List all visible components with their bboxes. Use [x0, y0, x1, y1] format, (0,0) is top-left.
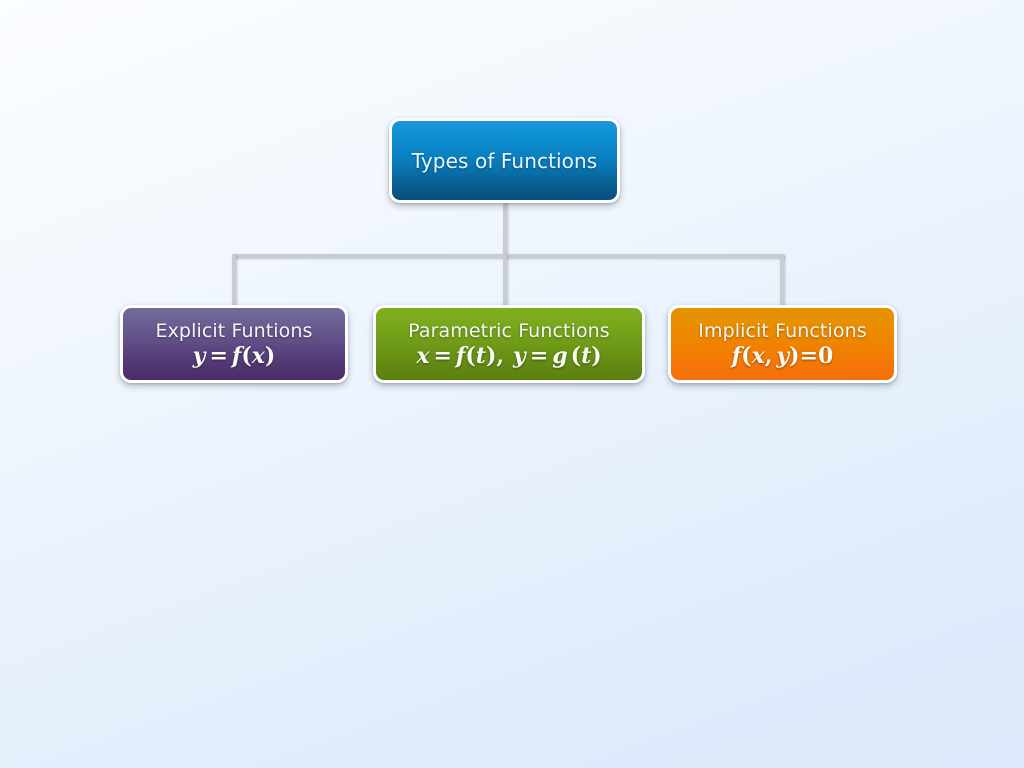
- node-parametric-label: Parametric Functions: [408, 319, 610, 342]
- formula-arg-x: x: [251, 342, 265, 369]
- formula-paren-close-2: ): [591, 342, 602, 369]
- formula-var-y: y: [513, 342, 526, 369]
- formula-comma: ,: [764, 342, 773, 369]
- formula-fn-f: f: [731, 342, 742, 369]
- formula-paren-open: (: [241, 342, 252, 369]
- formula-paren-open-2: (: [570, 342, 582, 369]
- node-explicit-label: Explicit Funtions: [155, 319, 313, 342]
- formula-fn-g: g: [552, 342, 568, 369]
- formula-paren-close: ): [264, 342, 276, 369]
- formula-var-y: y: [192, 342, 206, 369]
- formula-paren-close-1: ),: [485, 342, 505, 369]
- connector-horizontal-bus: [232, 254, 784, 258]
- formula-rhs-zero: 0: [818, 342, 834, 369]
- formula-fn-f: f: [231, 342, 242, 369]
- formula-fn-f: f: [455, 342, 466, 369]
- formula-arg-x: x: [751, 342, 765, 369]
- connector-drop-explicit: [232, 254, 236, 306]
- node-implicit-formula: f(x,y)=0: [732, 343, 834, 369]
- node-types-of-functions[interactable]: Types of Functions: [389, 118, 620, 203]
- formula-var-x: x: [416, 342, 430, 369]
- node-explicit-functions[interactable]: Explicit Funtions y=f(x): [120, 305, 348, 383]
- formula-arg-y: y: [776, 342, 790, 369]
- formula-equals: =: [209, 342, 228, 369]
- node-implicit-functions[interactable]: Implicit Functions f(x,y)=0: [668, 305, 897, 383]
- node-implicit-label: Implicit Functions: [698, 319, 867, 342]
- connector-root-stem: [503, 201, 507, 258]
- formula-arg-t-2: t: [581, 342, 592, 369]
- node-parametric-formula: x=f(t),y=g(t): [416, 343, 601, 369]
- formula-paren-close: ): [789, 342, 800, 369]
- node-parametric-functions[interactable]: Parametric Functions x=f(t),y=g(t): [373, 305, 645, 383]
- formula-equals-2: =: [529, 342, 549, 369]
- formula-equals: =: [799, 342, 819, 369]
- node-root-label: Types of Functions: [411, 148, 598, 173]
- formula-paren-open: (: [741, 342, 752, 369]
- formula-equals-1: =: [433, 342, 452, 369]
- formula-paren-open-1: (: [465, 342, 476, 369]
- connector-drop-parametric: [503, 254, 507, 306]
- node-explicit-formula: y=f(x): [193, 343, 276, 369]
- formula-arg-t-1: t: [475, 342, 486, 369]
- connector-drop-implicit: [780, 254, 784, 306]
